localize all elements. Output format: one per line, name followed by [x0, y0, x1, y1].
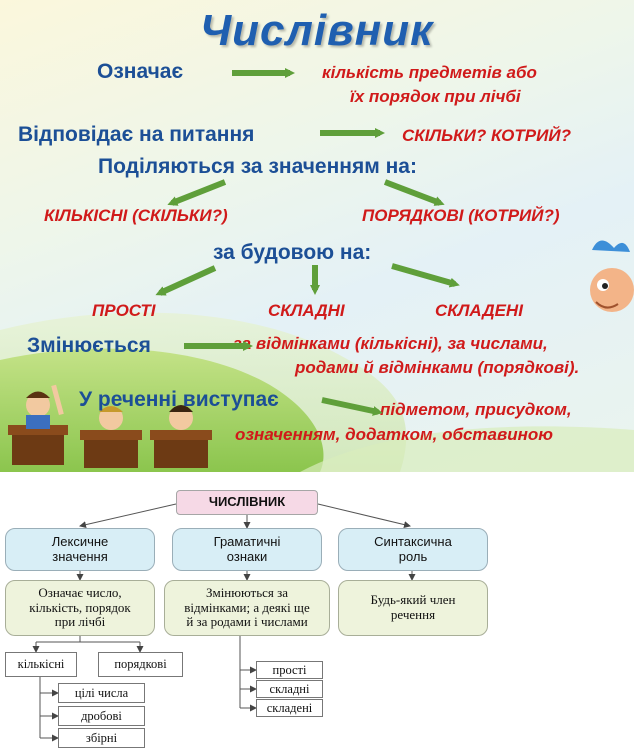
root-box: ЧИСЛІВНИК	[176, 490, 318, 515]
meaning-ordinal: ПОРЯДКОВІ (КОТРИЙ?)	[362, 206, 560, 225]
arrow-meaning-left	[167, 179, 227, 206]
divided-meaning-label: Поділяються за значенням на:	[98, 155, 417, 178]
arrow-structure-left	[155, 265, 217, 296]
description-syntactic: Будь-який член речення	[338, 580, 488, 636]
meaning-quantitative: КІЛЬКІСНІ (СКІЛЬКИ?)	[44, 206, 228, 225]
numeral-slide: Числівник Означає кількість предметів аб…	[0, 0, 634, 472]
category-lexical-line2: значення	[52, 548, 108, 564]
category-grammatical-line2: ознаки	[226, 548, 268, 564]
slide-background	[0, 240, 634, 472]
structure-label: за будовою на:	[213, 241, 372, 264]
structure-complex: СКЛАДНІ	[268, 301, 345, 320]
category-grammatical-line1: Граматичні	[213, 533, 281, 549]
diagram-connectors	[32, 503, 416, 742]
meaning-type-ordinal: порядкові	[98, 652, 183, 677]
description-grammatical-line2: відмінками; а деякі ще	[184, 599, 310, 615]
numeral-diagram: ЧИСЛІВНИК Лексичне значення Граматичні о…	[0, 472, 634, 755]
structure-type-compound: складені	[256, 699, 323, 717]
changes-value-line2: родами й відмінками (порядкові).	[295, 358, 580, 377]
pupils-illustration	[8, 384, 212, 468]
description-lexical-line3: при лічбі	[54, 614, 106, 630]
meaning-type-quantitative: кількісні	[5, 652, 77, 677]
description-syntactic-line2: речення	[390, 607, 436, 622]
category-grammatical-features: Граматичні ознаки	[172, 528, 322, 571]
category-lexical-line1: Лексичне	[51, 533, 109, 549]
structure-simple: ПРОСТІ	[92, 301, 156, 320]
slide-arrows	[155, 68, 460, 416]
arrow-structure-right	[391, 263, 460, 288]
description-lexical-line2: кількість, порядок	[29, 599, 131, 615]
description-grammatical-line3: й за родами і числами	[186, 614, 308, 630]
slide-title: Числівник	[200, 6, 434, 55]
arrow-sentence	[321, 397, 383, 416]
changes-value-line1: за відмінками (кількісні), за числами,	[233, 334, 548, 353]
sentence-value-line2: означенням, додатком, обставиною	[235, 425, 554, 444]
arrow-meaning-right	[383, 179, 445, 206]
subtype-whole-numbers: цілі числа	[58, 683, 145, 703]
structure-compound: СКЛАДЕНІ	[435, 301, 523, 320]
description-lexical-line1: Означає число,	[38, 584, 122, 600]
sentence-label: У реченні виступає	[79, 388, 279, 411]
sentence-value-line1: підметом, присудком,	[380, 400, 572, 419]
description-grammatical: Змінюються за відмінками; а деякі ще й з…	[164, 580, 330, 636]
category-syntactic-line2: роль	[398, 548, 428, 564]
means-value-line2: їх порядок при лічбі	[350, 87, 521, 106]
description-syntactic-line1: Будь-який член	[370, 592, 456, 608]
cartoon-character	[590, 240, 634, 312]
description-grammatical-line1: Змінюються за	[205, 584, 289, 600]
category-syntactic-role: Синтаксична роль	[338, 528, 488, 571]
changes-label: Змінюється	[27, 334, 151, 357]
description-lexical: Означає число, кількість, порядок при лі…	[5, 580, 155, 636]
answers-value: СКІЛЬКИ? КОТРИЙ?	[402, 126, 571, 145]
structure-type-complex: складні	[256, 680, 323, 698]
category-syntactic-line1: Синтаксична	[374, 533, 452, 549]
means-label: Означає	[97, 60, 184, 83]
means-value-line1: кількість предметів або	[322, 63, 537, 82]
answers-label: Відповідає на питання	[18, 123, 255, 146]
subtype-fractional: дробові	[58, 706, 145, 726]
subtype-collective: збірні	[58, 728, 145, 748]
structure-type-simple: прості	[256, 661, 323, 679]
category-lexical-meaning: Лексичне значення	[5, 528, 155, 571]
